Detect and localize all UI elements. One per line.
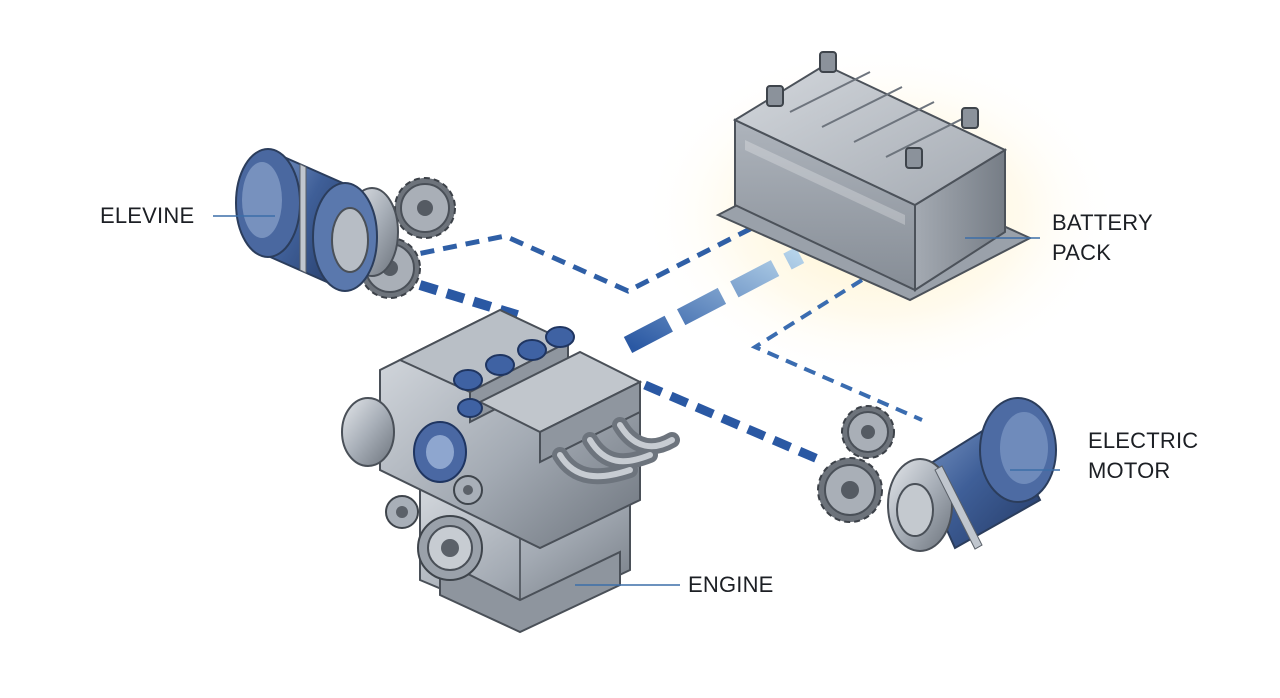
battery-icon — [715, 51, 1033, 302]
pulley-icon — [417, 515, 483, 581]
gear-icon — [817, 457, 883, 523]
right-motor-icon — [817, 397, 1057, 552]
left-motor-icon — [235, 148, 456, 299]
label-battery-pack: BATTERY PACK — [1052, 210, 1153, 265]
flow-line-battery-motor — [750, 278, 923, 422]
gear-icon — [841, 405, 895, 459]
label-electric-motor: ELECTRIC MOTOR — [1088, 428, 1199, 483]
label-engine: ENGINE — [688, 572, 774, 597]
battery-terminal-icon — [766, 51, 979, 169]
pulley-icon — [385, 495, 419, 529]
flow-line-motor-battery — [397, 225, 754, 294]
leader-lines — [213, 215, 1060, 586]
gear-icon — [394, 177, 456, 239]
flow-line-engine-battery — [623, 247, 805, 353]
pulley-icon — [453, 475, 483, 505]
label-elevine: ELEVINE — [100, 203, 195, 228]
flow-line-engine-motor — [643, 380, 822, 465]
engine-icon — [341, 308, 680, 634]
